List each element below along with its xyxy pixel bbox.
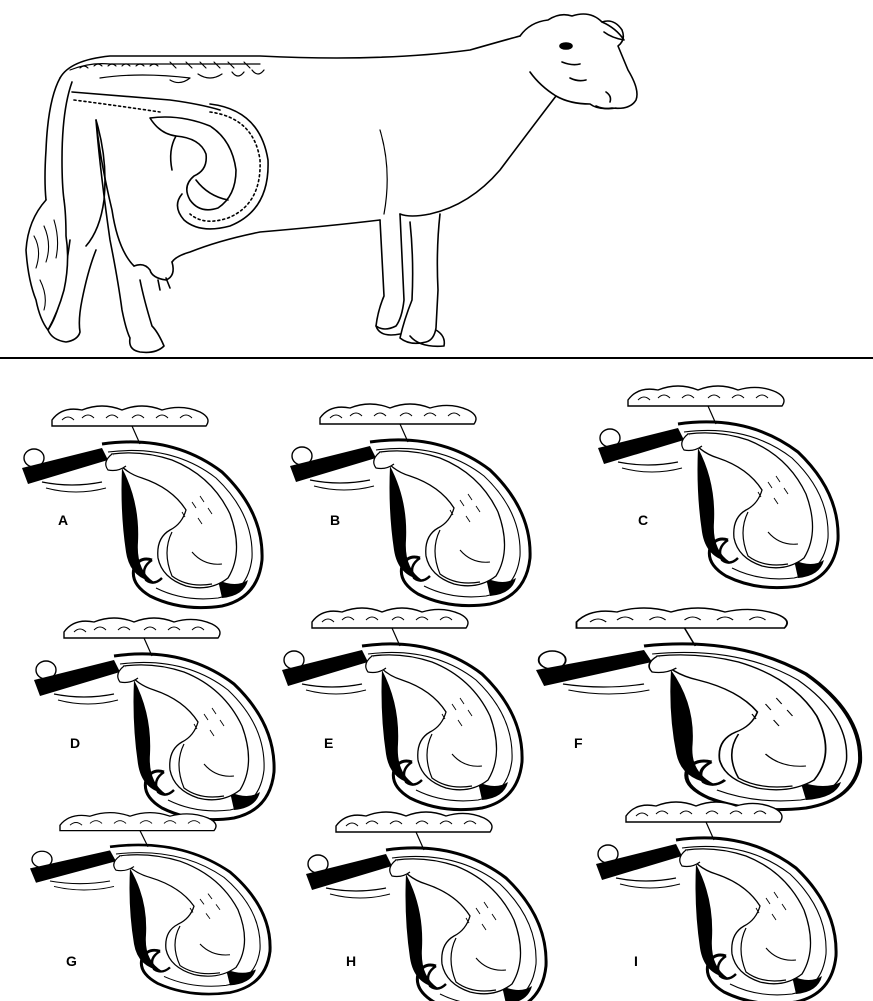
uterus-with-fetus-icon — [34, 618, 274, 820]
cow-nostril — [606, 92, 611, 102]
uterus-with-fetus-icon — [306, 812, 546, 1001]
panel-d — [34, 618, 274, 820]
cow-fetus — [150, 117, 236, 210]
cow-head-wrinkle — [562, 62, 580, 65]
cow-organ-scribble — [100, 70, 264, 83]
cow-reproductive-tract — [72, 92, 220, 110]
panel-c — [598, 386, 838, 588]
panel-label-e: E — [324, 735, 333, 751]
panel-label-g: G — [66, 953, 77, 969]
panel-i — [596, 802, 836, 1001]
panel-label-a: A — [58, 512, 68, 528]
cow-illustration — [26, 14, 637, 352]
panel-label-h: H — [346, 953, 356, 969]
cow-fetus-leg — [171, 136, 176, 170]
cow-flank-line — [380, 130, 387, 214]
cow-ear — [602, 22, 624, 40]
cow-hind-leg-near — [96, 120, 164, 352]
panel-f — [536, 608, 860, 810]
panel-label-i: I — [634, 953, 638, 969]
cow-back-line — [60, 36, 520, 78]
uterus-with-fetus-icon — [598, 386, 838, 588]
panel-label-f: F — [574, 735, 583, 751]
cow-tail-switch — [26, 200, 68, 330]
cow-front-leg-far — [400, 214, 440, 343]
cow-tail — [45, 78, 60, 200]
uterus-with-fetus-icon — [22, 406, 262, 608]
panel-label-b: B — [330, 512, 340, 528]
cow-belly — [172, 220, 380, 262]
panel-label-c: C — [638, 512, 648, 528]
cow-tail-inner — [62, 82, 72, 200]
uterus-with-fetus-icon — [536, 608, 860, 810]
cow-head — [520, 14, 637, 109]
cow-front-leg-near — [376, 214, 404, 329]
uterus-with-fetus-icon — [282, 608, 522, 810]
uterus-with-fetus-icon — [596, 802, 836, 1001]
cow-head-wrinkle — [570, 78, 586, 81]
panel-e — [282, 608, 522, 810]
panel-label-d: D — [70, 735, 80, 751]
uterus-with-fetus-icon — [290, 404, 530, 606]
panel-h — [306, 812, 546, 1001]
cow-reproductive-tract — [74, 100, 160, 112]
cow-throat — [400, 96, 556, 216]
panel-a — [22, 406, 262, 608]
cow-vertebrae — [80, 62, 250, 68]
panel-b — [290, 404, 530, 606]
cow-udder — [134, 262, 173, 280]
cow-teat — [158, 280, 160, 290]
cow-eye — [560, 43, 572, 49]
